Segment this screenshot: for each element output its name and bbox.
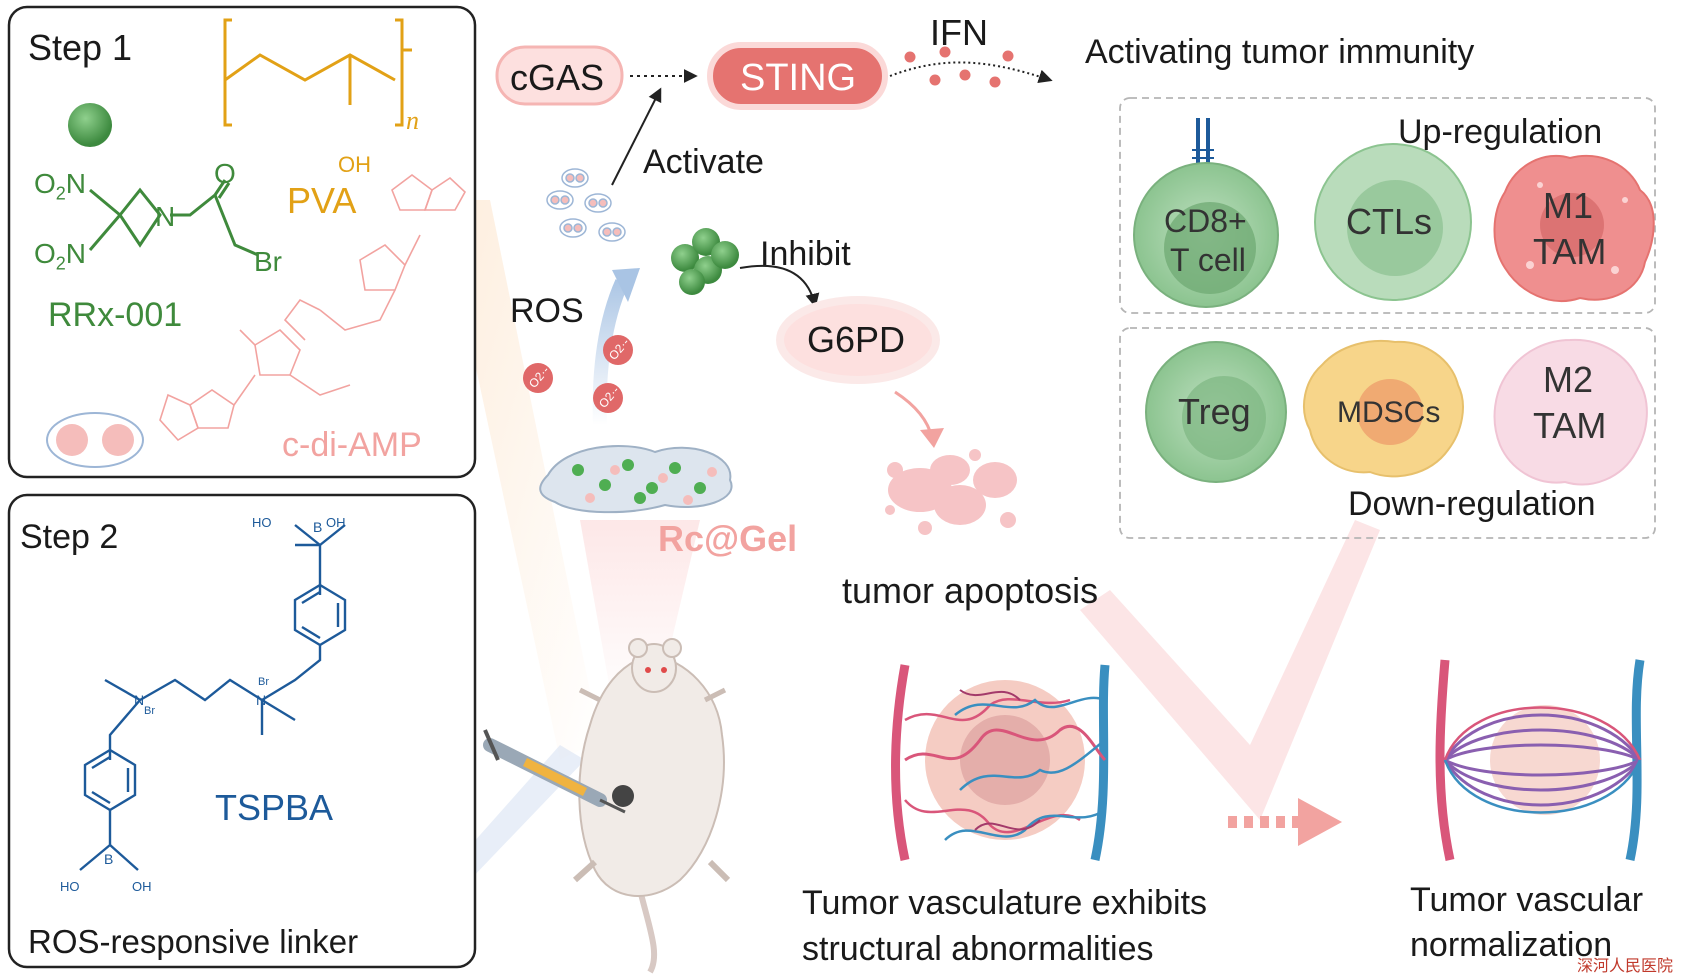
mouse-icon — [572, 638, 731, 974]
light-beam-apoptosis — [1080, 520, 1380, 820]
normalized-vasculature — [1435, 659, 1645, 861]
rrx-structure — [88, 179, 259, 257]
abnormal-label-line1: Tumor vasculature exhibits — [802, 884, 1208, 922]
step2-panel — [7, 493, 477, 969]
step2-label: Step 2 — [20, 518, 119, 556]
tspba-boron-top: B — [313, 519, 323, 535]
tspba-structure — [79, 524, 347, 871]
rrx-o2n-top-o: O — [34, 168, 56, 199]
sting-ifn-arrow — [889, 61, 1053, 84]
ifn-dots — [904, 46, 1014, 88]
rrx-o2n-bottom-sub: 2 — [55, 253, 66, 274]
released-vesicles — [546, 168, 626, 242]
inhibit-arrow — [739, 264, 820, 308]
cd8-label-line2: T cell — [1170, 242, 1246, 278]
cd8-t-cell — [1133, 118, 1279, 308]
upregulation-label: Up-regulation — [1398, 113, 1603, 151]
ctls-cell — [1314, 143, 1472, 301]
sting-label: STING — [740, 57, 857, 99]
tspba-label: TSPBA — [215, 787, 334, 828]
tspba-oh-top: OH — [326, 515, 346, 530]
tspba-br-right: Br — [258, 676, 269, 688]
ros-label: ROS — [510, 292, 584, 330]
ifn-label: IFN — [930, 12, 988, 53]
rrx-sphere-icon — [68, 103, 112, 147]
g6pd-ellipse — [776, 296, 940, 384]
inhibit-label: Inhibit — [760, 235, 851, 273]
syringe-icon — [483, 729, 626, 814]
abnormal-label-line2: structural abnormalities — [802, 930, 1154, 968]
watermark-text: 深河人民医院 — [1577, 956, 1674, 975]
activating-label: Activating tumor immunity — [1085, 33, 1475, 71]
cd8-label-line1: CD8+ — [1164, 203, 1247, 239]
activate-label: Activate — [643, 143, 764, 181]
m2-label-line2: TAM — [1533, 405, 1607, 446]
rrx-carbonyl-o: O — [214, 158, 236, 189]
step1-panel — [7, 5, 477, 479]
mdscs-label: MDSCs — [1337, 396, 1441, 429]
rrx-o2n-top: O2N — [34, 170, 86, 203]
m1-label-line1: M1 — [1543, 185, 1594, 226]
tspba-n-right: N — [256, 692, 267, 708]
mdscs-cell — [1303, 339, 1464, 478]
g6pd-apoptosis-arrowhead — [920, 428, 944, 448]
tspba-ho-bottom: HO — [60, 879, 80, 894]
sting-pill — [707, 42, 888, 110]
tumor-apoptosis-label: tumor apoptosis — [842, 570, 1099, 611]
vesicle-icon — [46, 412, 144, 468]
rrx-o2n-top-sub: 2 — [55, 183, 66, 204]
apoptotic-cells — [885, 449, 1017, 535]
treg-cell — [1145, 341, 1287, 483]
downregulation-box — [1119, 327, 1656, 539]
tspba-boron-bottom: B — [104, 851, 114, 867]
pva-subscript-n: n — [406, 106, 419, 135]
ctls-label: CTLs — [1346, 201, 1433, 242]
m2-label-line1: M2 — [1543, 359, 1594, 400]
m1-label-line2: TAM — [1533, 231, 1607, 272]
superoxide-bubbles — [523, 335, 633, 413]
cgas-pill — [495, 45, 624, 106]
tspba-n-left: N — [134, 692, 145, 708]
transition-arrow — [1228, 798, 1342, 846]
treg-label: Treg — [1178, 391, 1251, 432]
rrx-label: RRx-001 — [48, 296, 183, 334]
step1-label: Step 1 — [28, 27, 133, 68]
cdiamp-structure — [159, 174, 467, 442]
tspba-br-left: Br — [144, 705, 155, 717]
rrx-o2n-bottom: O2N — [34, 240, 86, 273]
activate-arrow — [611, 87, 662, 186]
abnormal-vasculature — [891, 664, 1110, 861]
linker-label: ROS-responsive linker — [28, 923, 359, 960]
cgas-label: cGAS — [510, 57, 605, 98]
downregulation-label: Down-regulation — [1348, 485, 1596, 523]
rc-gel-hydrogel — [539, 444, 733, 514]
pva-label: PVA — [287, 180, 357, 221]
rrx-ring-n: N — [155, 201, 176, 232]
m2-tam-cell — [1493, 338, 1648, 486]
pva-oh: OH — [338, 152, 371, 177]
light-beam-step1 — [440, 200, 600, 760]
rrx-o2n-bottom-o: O — [34, 238, 56, 269]
tspba-oh-bottom: OH — [132, 879, 152, 894]
pva-structure — [223, 18, 412, 127]
rrx-br: Br — [254, 246, 282, 277]
rrx-o2n-bottom-n: N — [65, 238, 87, 269]
rc-gel-label: Rc@Gel — [658, 518, 798, 559]
inhibitor-cluster — [671, 228, 739, 295]
normal-label-line2: normalization — [1410, 926, 1613, 964]
ros-arrow-head — [612, 268, 640, 302]
g6pd-label: G6PD — [807, 319, 906, 360]
rrx-o2n-top-n: N — [65, 168, 87, 199]
normal-label-line1: Tumor vascular — [1410, 881, 1644, 919]
tspba-ho-top: HO — [252, 515, 272, 530]
upregulation-box — [1119, 97, 1656, 314]
cdiamp-label: c-di-AMP — [282, 426, 422, 464]
m1-tam-cell — [1493, 154, 1655, 303]
